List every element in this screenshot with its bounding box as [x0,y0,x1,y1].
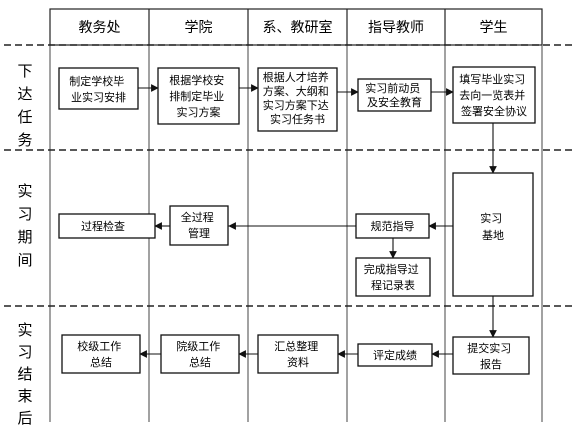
box-text: 提交实习 报告 [467,341,515,371]
box-text: 实习前动员 及安全教育 [365,81,424,109]
box-xy-plan: 根据学校安 排制定毕业 实习方案 [157,67,240,125]
stage-label-char: 达 [17,85,32,103]
box-jwc-check: 过程检查 [58,213,156,239]
box-zd-record: 完成指导过 程记录表 [355,257,431,297]
box-text-line: 实习方案下达 [263,98,329,112]
stage-label-char: 习 [17,205,32,223]
stage-label-char: 期 [17,228,32,246]
box-xs-report: 提交实习 报告 [452,336,530,375]
box-text-line: 方案、大纲和 [263,84,329,98]
box-text: 根据人才培养 方案、大纲和 实习方案下达 实习任务书 [263,70,333,126]
box-text: 实习 基地 [480,211,506,242]
box-jwc-plan: 制定学校毕 业实习安排 [58,67,139,110]
box-text-line: 业实习安排 [71,90,126,104]
box-text-line: 总结 [189,355,211,369]
box-text-line: 签署安全协议 [461,104,527,118]
box-text-line: 制定学校毕 [69,74,124,88]
box-text-line: 根据人才培养 [263,70,329,84]
column-header-xuesheng: 学生 [480,20,508,36]
box-text: 全过程 管理 [181,210,218,240]
box-text-line: 提交实习 [467,341,511,355]
box-xs-base: 实习 基地 [452,172,534,297]
stage-dividers [4,44,572,307]
box-text-line: 基地 [482,229,504,242]
box-xi-summary: 汇总整理 资料 [257,334,339,374]
stage-label-char: 下 [17,62,32,80]
box-xy-manage: 全过程 管理 [169,205,229,246]
header-row: 教务处 学院 系、教研室 指导教师 学生 [49,8,543,46]
box-text-line: 实习 [480,211,502,225]
box-text: 评定成绩 [373,348,417,362]
stage-label-char: 习 [17,343,32,361]
box-text-line: 过程检查 [81,219,125,233]
column-header-xueyuan: 学院 [185,20,213,36]
box-text-line: 院级工作 [176,339,220,353]
stage-label-char: 任 [17,108,32,126]
box-text-line: 根据学校安 [169,73,224,87]
box-text-line: 全过程 [181,210,214,224]
box-zd-grade: 评定成绩 [357,343,433,367]
box-text: 院级工作 总结 [176,339,224,369]
box-text: 制定学校毕 业实习安排 [69,74,128,104]
box-text-line: 程记录表 [371,278,415,292]
box-text: 汇总整理 资料 [274,339,322,369]
box-text-line: 总结 [90,355,112,369]
box-xi-task: 根据人才培养 方案、大纲和 实习方案下达 实习任务书 [257,67,338,132]
stage-label-char: 务 [17,131,32,149]
box-text: 过程检查 [81,219,125,233]
box-text-line: 完成指导过 [364,262,419,276]
box-text: 完成指导过 程记录表 [364,262,423,292]
column-header-zhidao: 指导教师 [368,20,424,36]
box-zd-guide: 规范指导 [355,213,430,239]
box-text-line: 去向一览表并 [459,88,525,102]
stage-label-xiada: 下 达 任 务 [17,62,32,149]
stage-label-char: 实 [17,182,32,200]
box-text: 根据学校安 排制定毕业 实习方案 [169,73,228,119]
box-text: 规范指导 [371,219,415,233]
column-header-jwc: 教务处 [79,20,121,36]
box-text: 填写毕业实习 去向一览表并 签署安全协议 [459,72,529,118]
stage-label-jieshu: 实 习 结 束 后 [17,321,32,427]
stage-label-char: 结 [17,365,32,383]
stage-label-char: 间 [17,251,32,269]
box-text-line: 评定成绩 [373,348,417,362]
box-zd-mobilize: 实习前动员 及安全教育 [357,78,432,112]
box-text-line: 管理 [188,226,210,240]
box-text-line: 规范指导 [371,219,415,233]
column-header-xi: 系、教研室 [263,19,333,36]
box-text-line: 实习前动员 [365,81,420,95]
stage-label-shixi: 实 习 期 间 [17,182,32,269]
box-text-line: 资料 [287,355,309,369]
box-text-line: 实习任务书 [270,112,325,126]
stage-label-char: 束 [17,387,32,405]
stage-label-char: 实 [17,321,32,339]
box-jwc-summary: 校级工作 总结 [61,334,141,374]
flow-arrows [138,84,497,358]
stage-label-char: 后 [17,409,32,427]
box-text-line: 报告 [480,357,502,371]
box-xs-sign: 填写毕业实习 去向一览表并 签署安全协议 [452,66,536,124]
box-text-line: 汇总整理 [274,339,318,353]
box-text: 校级工作 总结 [77,339,125,369]
box-text-line: 校级工作 [77,339,121,353]
box-text-line: 排制定毕业 [169,89,224,103]
box-text-line: 填写毕业实习 [459,72,525,86]
box-text-line: 实习方案 [177,105,221,119]
box-text-line: 及安全教育 [367,95,422,109]
box-xy-summary: 院级工作 总结 [160,334,240,374]
